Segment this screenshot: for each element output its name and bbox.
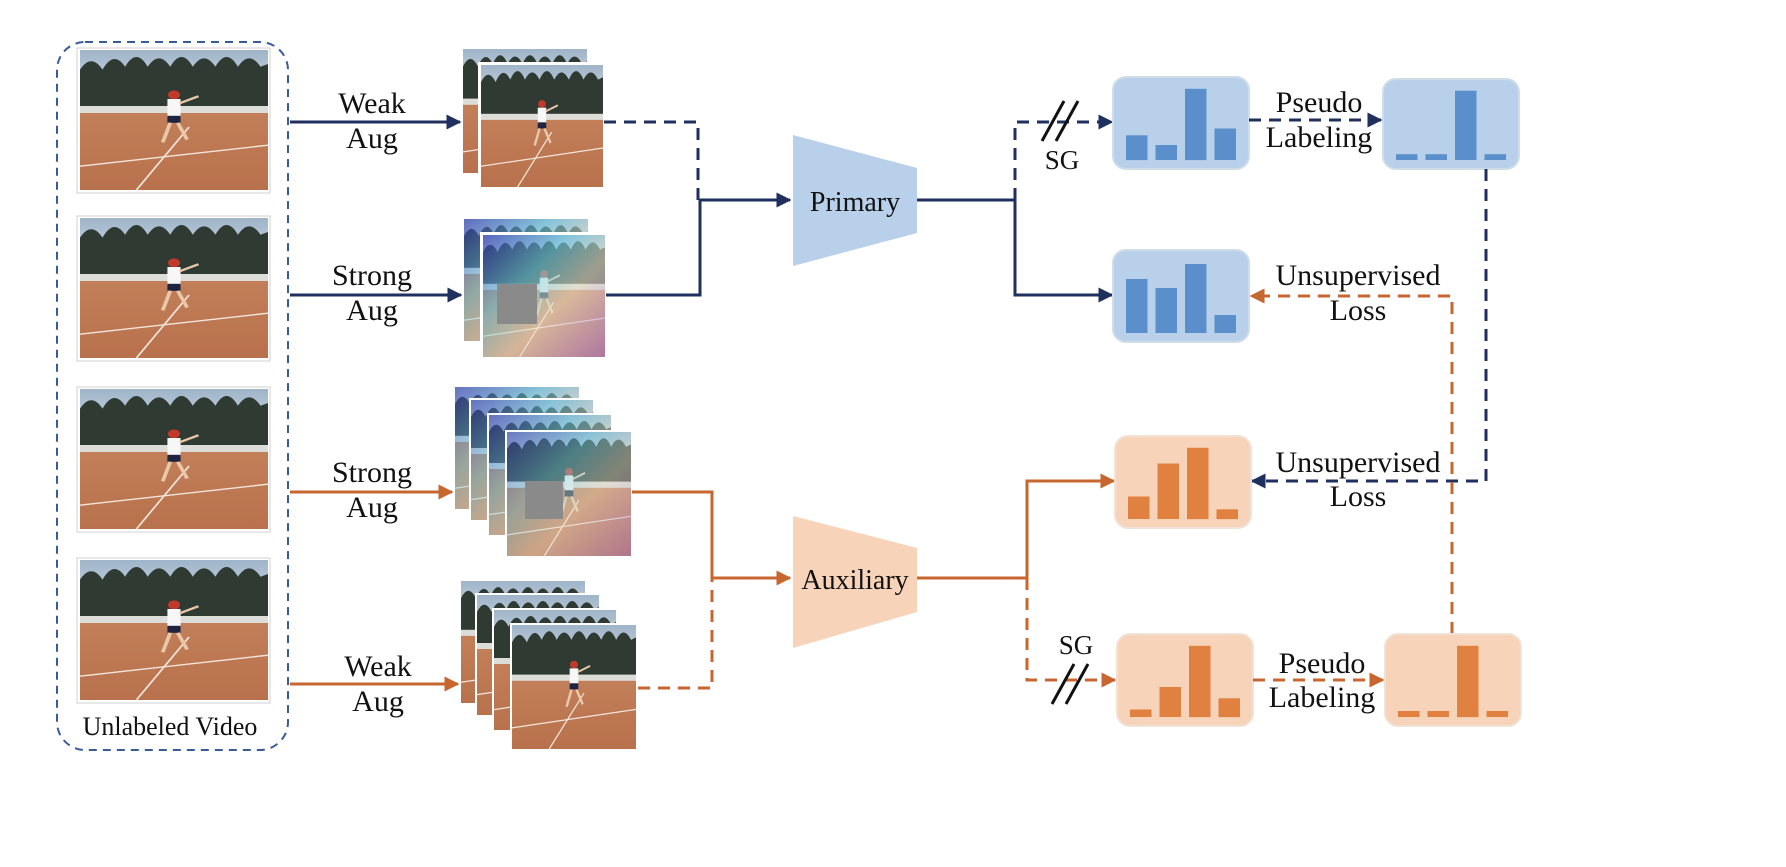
primary-sg-label: SG [1045,145,1080,175]
auxiliary-model [793,516,917,648]
svg-text:Labeling: Labeling [1266,121,1373,154]
primary-stop-gradient-path [1013,114,1114,200]
aux-strong-prediction-histogram [1114,435,1252,529]
histogram-bar [1130,709,1152,717]
histogram-bar [1457,645,1479,718]
histogram-bar [1185,264,1207,333]
aux-weak-prediction-histogram [1116,633,1254,727]
svg-text:Aug: Aug [352,685,404,718]
histogram-bar [1159,687,1181,717]
svg-text:Weak: Weak [338,87,406,120]
histogram-bar [1126,135,1148,161]
aux-unsupervised-loss-label: Unsupervised Loss [1276,446,1441,513]
aux-weak-aug-label: Weak Aug [344,650,412,718]
video-frame [76,215,271,362]
svg-text:Strong: Strong [332,259,412,292]
aux-strong-aug-label: Strong Aug [332,456,412,524]
histogram-bar [1484,154,1506,160]
histogram-bar [1128,496,1150,519]
histogram-bar [1455,90,1477,160]
histogram-bar [1427,711,1449,717]
unlabeled-video-group [56,41,289,751]
histogram-bar [1157,463,1179,519]
histogram-bar [1425,154,1447,160]
aux-pseudo-to-primary-loss-path [1249,288,1454,634]
svg-text:Labeling: Labeling [1269,681,1376,714]
primary-strong-aug-stack [462,217,608,360]
auxiliary-model-label: Auxiliary [801,565,908,596]
svg-text:Unsupervised: Unsupervised [1276,446,1441,479]
aux-strong-aug-stack [453,385,633,558]
histogram-bar [1396,154,1418,160]
primary-model-output-path [917,198,1114,303]
primary-pseudo-label-histogram [1382,78,1520,170]
video-frame [76,47,271,194]
aux-model-output-path [917,473,1116,580]
primary-model [793,135,917,266]
histogram-bar [1126,279,1148,333]
histogram-box [1382,78,1520,170]
cutout-patch [525,481,563,519]
aux-strong-to-model-path [632,490,792,586]
primary-weak-prediction-histogram [1112,76,1250,170]
primary-strong-aug-label: Strong Aug [332,259,412,327]
histogram-bar [1155,145,1177,160]
histogram-bar [1398,711,1420,717]
svg-text:Aug: Aug [346,491,398,524]
histogram-bar [1214,128,1236,160]
aux-weak-aug-stack [459,579,638,751]
svg-text:Pseudo: Pseudo [1279,647,1366,680]
primary-weak-aug-label: Weak Aug [338,87,406,155]
unlabeled-video-label: Unlabeled Video [83,712,258,741]
aux-sg-label: SG [1059,630,1094,660]
primary-pseudo-labeling-label: Pseudo Labeling [1266,86,1373,154]
histogram-bar [1214,315,1236,333]
svg-text:Aug: Aug [346,122,398,155]
histogram-bar [1486,711,1508,717]
svg-text:Weak: Weak [344,650,412,683]
primary-unsupervised-loss-label: Unsupervised Loss [1276,259,1441,327]
histogram-bar [1185,88,1207,161]
primary-model-label: Primary [810,187,900,218]
svg-text:Loss: Loss [1330,480,1387,513]
histogram-bar [1155,288,1177,333]
svg-text:Strong: Strong [332,456,412,489]
histogram-bar [1218,698,1240,718]
aux-sg-marker [1050,663,1090,705]
cutout-patch [497,284,537,324]
aux-pseudo-label-histogram [1384,633,1522,727]
aux-weak-to-model-path [638,578,714,690]
video-frame [76,386,271,533]
aux-pseudo-labeling-label: Pseudo Labeling [1269,647,1376,714]
histogram-box [1384,633,1522,727]
aux-stop-gradient-path [1025,578,1117,688]
primary-strong-to-model-path [606,192,792,297]
svg-text:Unsupervised: Unsupervised [1276,259,1441,292]
histogram-bar [1187,447,1209,520]
primary-strong-prediction-histogram [1112,249,1250,343]
primary-pseudo-to-aux-loss-path [1250,169,1488,489]
primary-weak-to-model-path [604,120,700,200]
svg-text:Aug: Aug [346,294,398,327]
primary-weak-aug-stack [461,47,606,190]
video-frame [76,557,271,704]
histogram-bar [1216,509,1238,520]
svg-text:Pseudo: Pseudo [1276,86,1363,119]
primary-sg-marker [1040,100,1080,142]
histogram-bar [1189,645,1211,718]
svg-text:Loss: Loss [1330,294,1387,327]
